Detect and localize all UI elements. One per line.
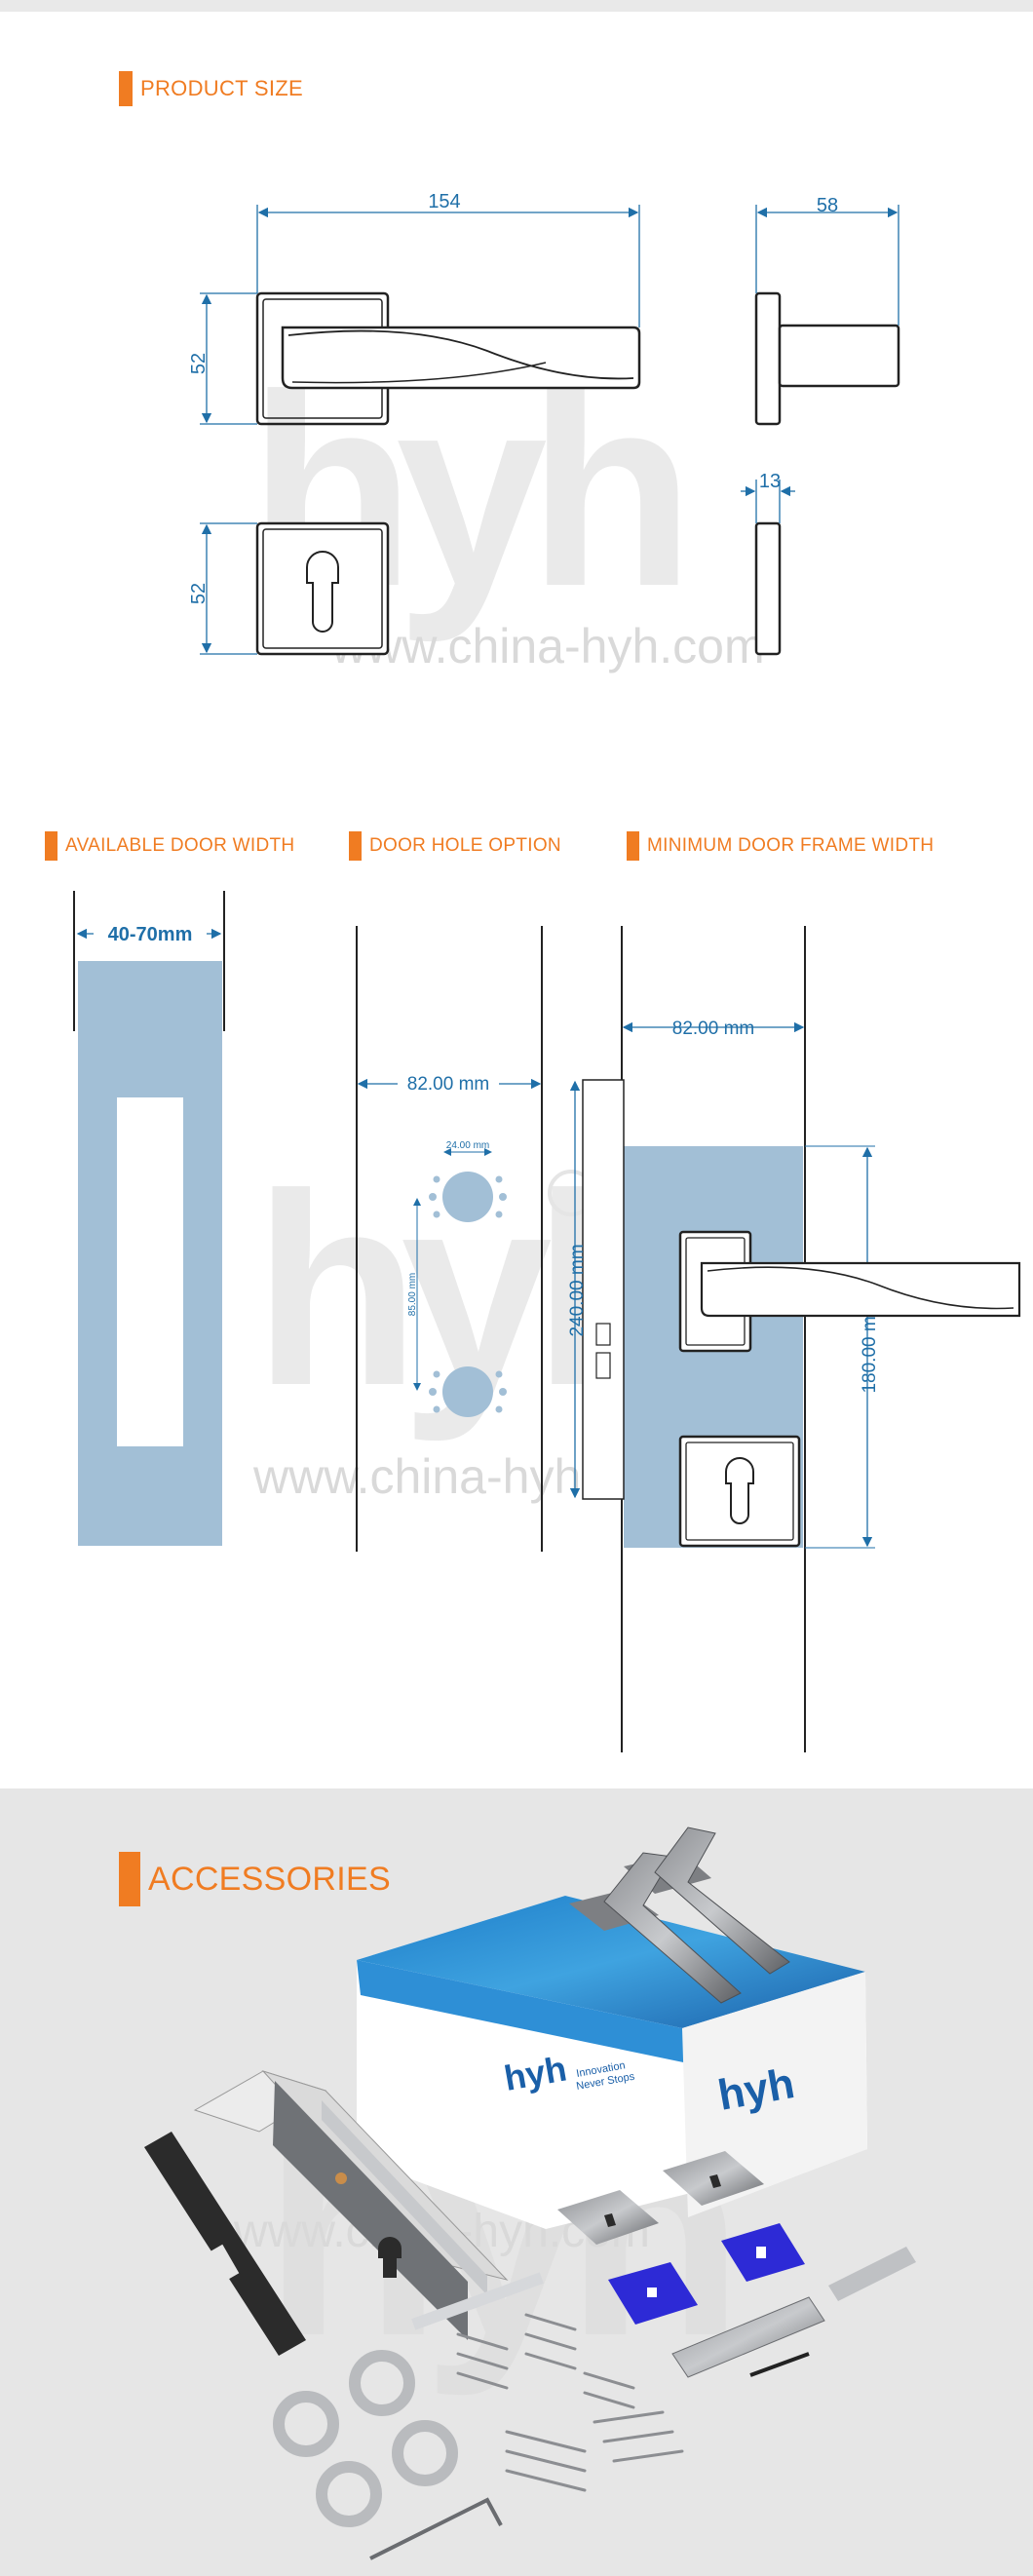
door-width-range: 40-70mm (108, 924, 193, 945)
handle-side-view (754, 291, 900, 426)
product-size-drawing: hyh www.china-hyh.com (188, 191, 900, 673)
accessories-heading: ACCESSORIES (119, 1852, 391, 1906)
hole-spacing: 85.00 mm (407, 1273, 418, 1316)
hole-distance: 82.00 mm (407, 1074, 489, 1095)
dim-handle-length: 154 (428, 191, 460, 212)
handle-set (569, 1826, 790, 2004)
watermark-site: www.china-hyh.com (330, 619, 765, 673)
heading-marker (349, 831, 362, 861)
door-hole-option-heading: DOOR HOLE OPTION (349, 831, 561, 861)
strike-plate (144, 2132, 306, 2356)
hole-diameter: 24.00 mm (446, 1140, 489, 1151)
dimension-lines (200, 205, 899, 655)
door-frame-diagram: 82.00 mm 240.00 mm 180.00 mm (567, 926, 1021, 1752)
accessories-illustration: hyh www.china-hyh.com hyh Innovation Nev… (144, 1826, 916, 2560)
frame-width: 82.00 mm (672, 1019, 754, 1039)
dim-rose-height: 52 (188, 353, 210, 374)
escutcheon-front-view (255, 521, 390, 656)
handle-front-view (255, 291, 641, 426)
heading-marker (627, 831, 639, 861)
spindle (411, 2272, 544, 2330)
dim-escutcheon-thickness: 13 (759, 471, 781, 492)
escutcheon-pair (557, 2151, 764, 2245)
door-width-diagram: 40-70mm (73, 891, 225, 1546)
fixing-rings (273, 2350, 458, 2527)
lock-height: 240.00 mm (567, 1244, 588, 1336)
available-door-width-title: AVAILABLE DOOR WIDTH (65, 835, 295, 856)
escutcheon-side-view (754, 521, 782, 656)
heading-marker (119, 71, 133, 106)
euro-cylinder (671, 2247, 916, 2378)
available-door-width-heading: AVAILABLE DOOR WIDTH (45, 831, 294, 861)
accessories-title: ACCESSORIES (148, 1860, 391, 1898)
accessories-section: hyh www.china-hyh.com hyh Innovation Nev… (0, 1788, 1033, 2576)
dim-escutcheon-height: 52 (188, 583, 210, 604)
mortise-lock (193, 2069, 509, 2340)
minimum-door-frame-width-heading: MINIMUM DOOR FRAME WIDTH (627, 831, 934, 861)
screws (456, 2313, 684, 2492)
product-box: hyh Innovation Never Stops hyh (357, 1896, 867, 2229)
product-size-heading: PRODUCT SIZE (119, 71, 303, 106)
door-hole-diagram: 82.00 mm 24.00 mm 85.00 mm (356, 926, 543, 1552)
heading-marker (119, 1852, 140, 1906)
dim-handle-projection: 58 (817, 195, 838, 216)
product-size-title: PRODUCT SIZE (140, 76, 303, 100)
door-diagrams: hyh www.china-hyh.com 40-70mm 82.00 mm 2… (73, 891, 1021, 1752)
door-hole-option-title: DOOR HOLE OPTION (369, 835, 561, 856)
allen-key (369, 2497, 503, 2560)
minimum-door-frame-width-title: MINIMUM DOOR FRAME WIDTH (647, 835, 935, 856)
plate-height: 180.00 mm (860, 1300, 880, 1393)
heading-marker (45, 831, 57, 861)
top-bar (0, 0, 1033, 12)
mounting-templates (608, 2223, 805, 2325)
